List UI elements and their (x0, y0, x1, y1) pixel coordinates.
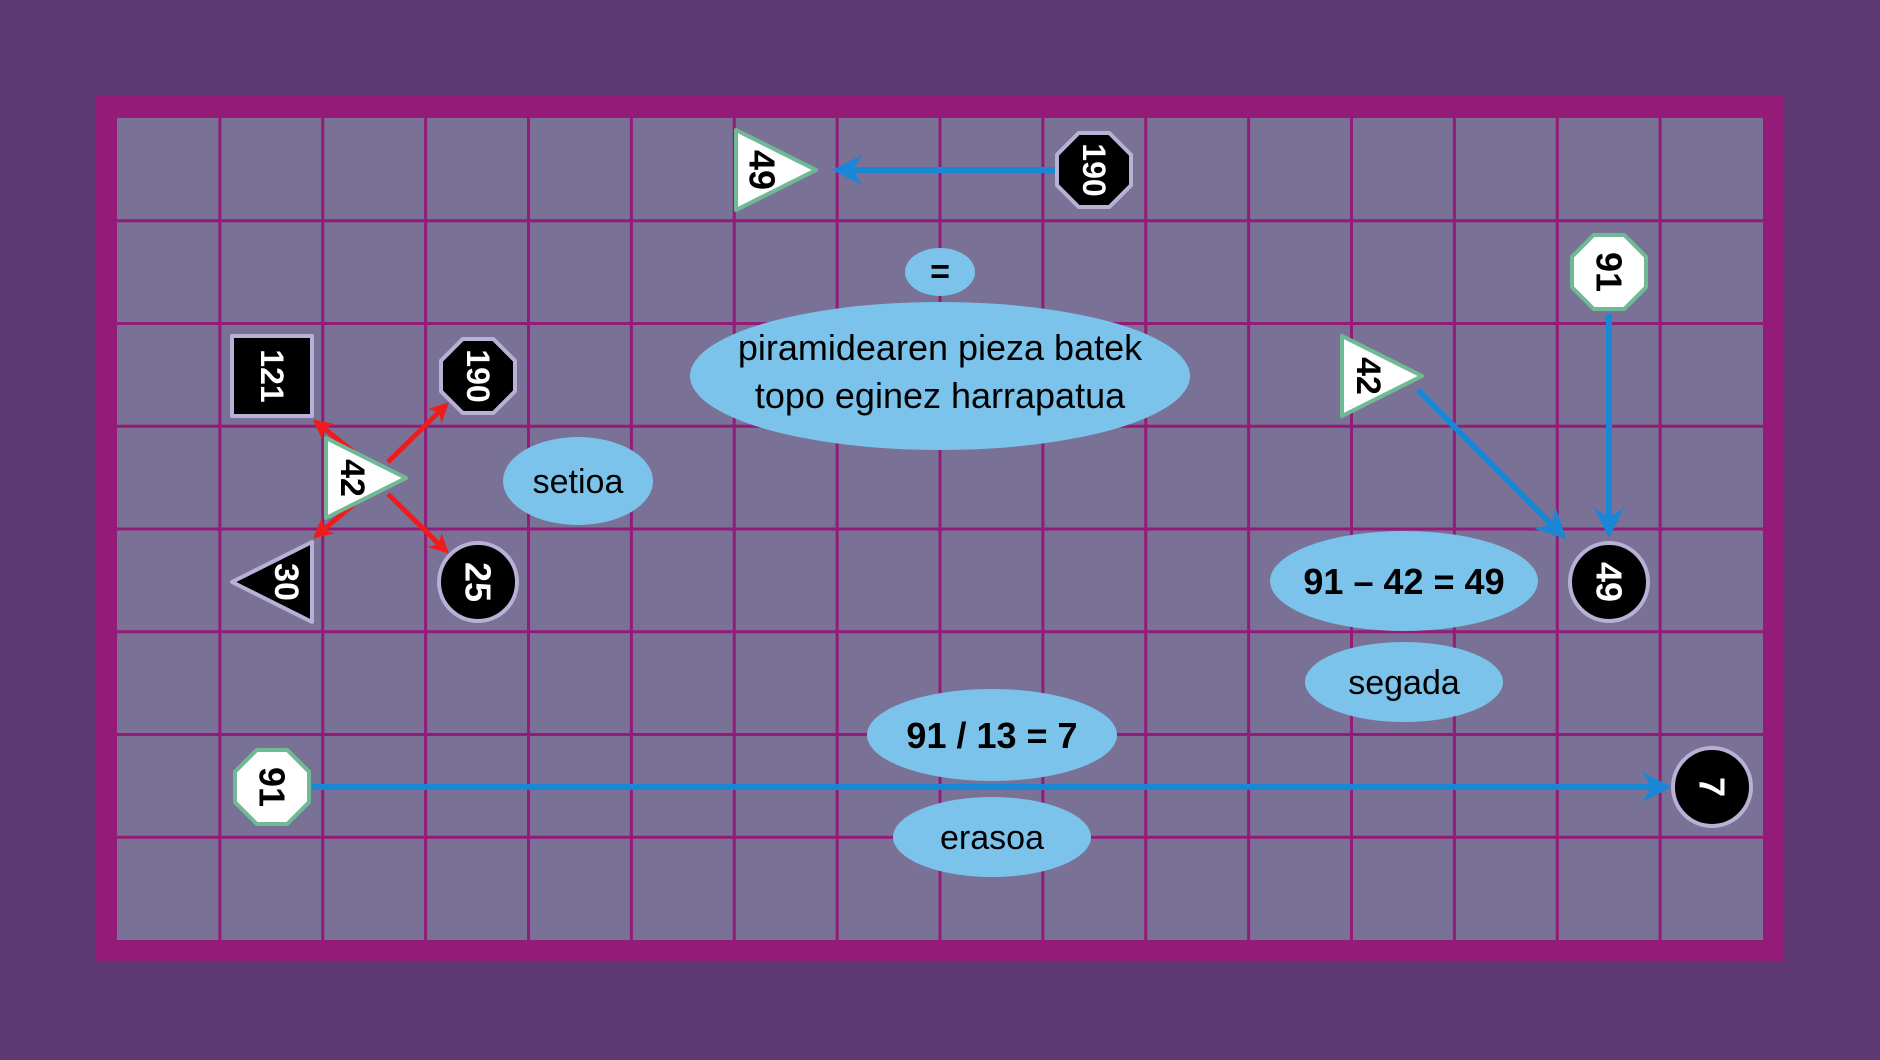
equals-ellipse (905, 248, 975, 296)
piece-white-octagon: 91 (1570, 233, 1648, 311)
piece-value: 30 (267, 563, 305, 601)
pyramid-capture-ellipse (690, 302, 1190, 450)
piece-value: 49 (1589, 562, 1630, 602)
octagon-piece-shape (1570, 233, 1648, 311)
triangle-piece-shape (324, 436, 408, 520)
arrow-42-to-49 (1415, 387, 1567, 540)
equals-label: = (930, 253, 950, 291)
piece-black-circle: 25 (437, 541, 519, 623)
red-arrow-to-190 (386, 402, 449, 464)
piece-black-triangle: 30 (230, 540, 314, 624)
piece-white-octagon: 91 (233, 748, 311, 826)
piece-black-octagon: 190 (439, 337, 517, 415)
piece-value: 25 (458, 562, 499, 602)
piece-value: 42 (333, 459, 371, 497)
subtraction-label: 91 – 42 = 49 (1303, 561, 1504, 602)
piece-value: 42 (1349, 357, 1387, 395)
division-label: 91 / 13 = 7 (906, 715, 1077, 756)
piece-white-triangle: 42 (324, 436, 408, 520)
piece-white-triangle: 42 (1340, 334, 1424, 418)
siege-label: setioa (533, 463, 624, 501)
piece-value: 91 (252, 767, 293, 807)
octagon-piece-shape (233, 748, 311, 826)
piece-value: 190 (460, 349, 496, 402)
red-arrow-to-25 (386, 492, 449, 554)
division-ellipse (867, 689, 1117, 781)
subtraction-ellipse (1270, 531, 1538, 631)
piece-black-circle: 7 (1671, 746, 1753, 828)
piece-value: 49 (742, 150, 783, 190)
piece-value: 190 (1076, 143, 1112, 196)
pyramid-capture-line1: piramidearen pieza batek (738, 327, 1143, 368)
piece-white-triangle: 49 (734, 128, 818, 212)
octagon-piece-shape (439, 337, 517, 415)
circle-piece-shape (1568, 541, 1650, 623)
piece-value: 7 (1692, 777, 1733, 797)
piece-black-circle: 49 (1568, 541, 1650, 623)
attack-ellipse (893, 797, 1091, 877)
triangle-piece-shape (1340, 334, 1424, 418)
pyramid-capture-line2: topo eginez harrapatua (755, 375, 1126, 416)
reaping-ellipse (1305, 642, 1503, 722)
piece-black-octagon: 190 (1055, 131, 1133, 209)
square-piece-shape (230, 334, 314, 418)
triangle-piece-shape (734, 128, 818, 212)
circle-piece-shape (1671, 746, 1753, 828)
reaping-label: segada (1348, 664, 1460, 702)
circle-piece-shape (437, 541, 519, 623)
piece-value: 121 (254, 349, 290, 402)
octagon-piece-shape (1055, 131, 1133, 209)
attack-label: erasoa (940, 819, 1044, 857)
piece-value: 91 (1589, 252, 1630, 292)
siege-ellipse (503, 437, 653, 525)
pieces-layer: 49 190 91 121 190 42 30 25 42 49 91 7 (230, 128, 1753, 828)
piece-black-square: 121 (230, 334, 314, 418)
triangle-piece-shape (230, 540, 314, 624)
